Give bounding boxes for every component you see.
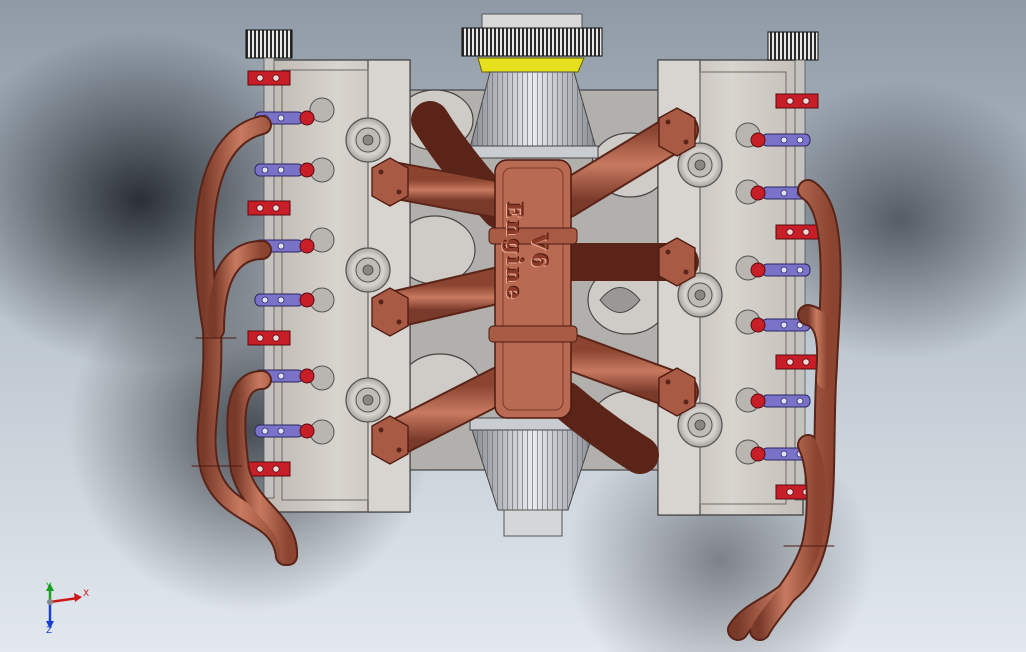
- y-axis-label: Y: [46, 582, 52, 592]
- right-exhaust-header: [727, 179, 842, 641]
- left-cam-pulley: [245, 29, 293, 499]
- x-axis-label: X: [83, 589, 90, 599]
- intake-plenum: [488, 159, 578, 419]
- left-exhaust-header: [191, 115, 298, 566]
- bottom-air-filter: [469, 417, 597, 537]
- x-axis-arrow-icon: [49, 593, 82, 604]
- z-axis-arrow-icon: [46, 602, 54, 629]
- left-cylinder-head: [264, 59, 411, 513]
- top-air-filter: [461, 13, 603, 159]
- engine-model-label: V6 Engine: [502, 201, 552, 303]
- z-axis-label: Z: [46, 626, 53, 636]
- right-cam-pulley: [767, 31, 819, 501]
- view-triad-icon[interactable]: X Y Z: [30, 580, 110, 640]
